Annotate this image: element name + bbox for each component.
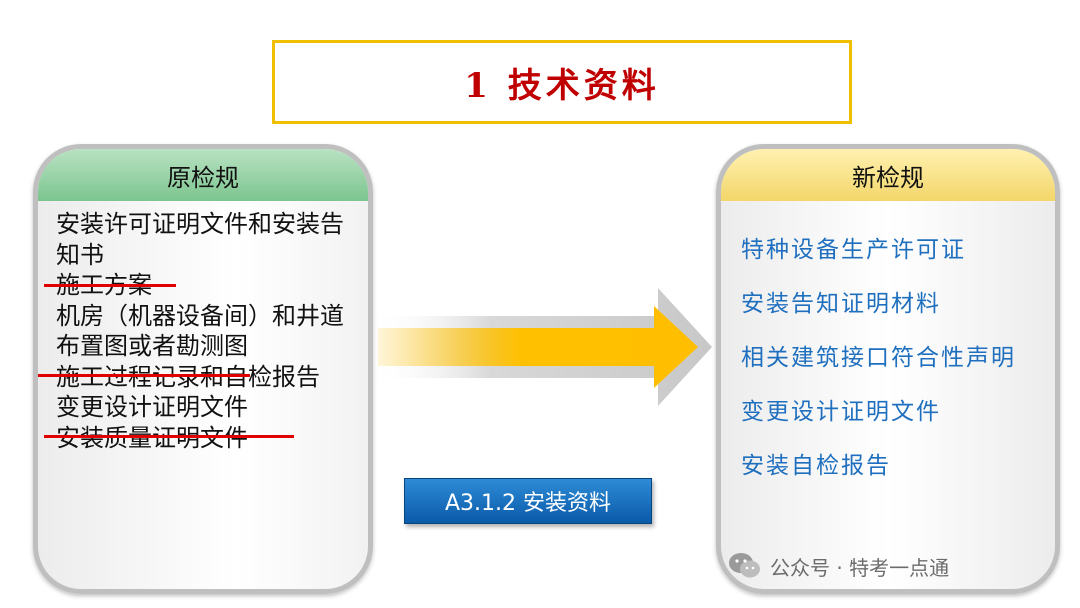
old-item-install-permit: 安装许可证明文件和安装告知书 <box>56 210 344 269</box>
new-item-design-change: 变更设计证明文件 <box>741 399 941 425</box>
strikethrough-line <box>38 373 250 377</box>
old-regulation-header: 原检规 <box>38 149 368 201</box>
old-item-design-change: 变更设计证明文件 <box>56 393 248 421</box>
right-arrow-icon <box>372 288 712 406</box>
section-badge: A3.1.2 安装资料 <box>404 478 652 524</box>
wechat-icon <box>729 553 760 578</box>
new-regulation-panel: 新检规 特种设备生产许可证 安装告知证明材料 相关建筑接口符合性声明 变更设计证… <box>716 144 1060 594</box>
watermark: 公众号 · 特考一点通 <box>728 546 949 586</box>
old-item-construction-record: 施工过程记录和自检报告 <box>38 362 354 393</box>
strikethrough-line <box>44 284 176 287</box>
new-regulation-header: 新检规 <box>721 149 1055 201</box>
old-item-construction-plan: 施工方案 <box>44 270 354 301</box>
slide-title: 1 技术资料 <box>272 40 852 124</box>
new-item-production-license: 特种设备生产许可证 <box>741 237 966 263</box>
strikethrough-line <box>44 434 294 438</box>
new-item-self-inspection: 安装自检报告 <box>741 453 891 479</box>
old-item-quality-cert: 安装质量证明文件 <box>44 423 354 454</box>
new-item-install-notice: 安装告知证明材料 <box>741 291 941 317</box>
old-regulation-panel: 原检规 安装许可证明文件和安装告知书 施工方案 机房（机器设备间）和井道布置图或… <box>33 144 373 594</box>
watermark-text: 公众号 · 特考一点通 <box>770 555 950 580</box>
new-regulation-list: 特种设备生产许可证 安装告知证明材料 相关建筑接口符合性声明 变更设计证明文件 … <box>721 201 1055 493</box>
old-item-layout-drawing: 机房（机器设备间）和井道布置图或者勘测图 <box>56 301 344 361</box>
new-item-interface-statement: 相关建筑接口符合性声明 <box>741 345 1016 371</box>
old-regulation-list: 安装许可证明文件和安装告知书 施工方案 机房（机器设备间）和井道布置图或者勘测图… <box>38 201 368 453</box>
